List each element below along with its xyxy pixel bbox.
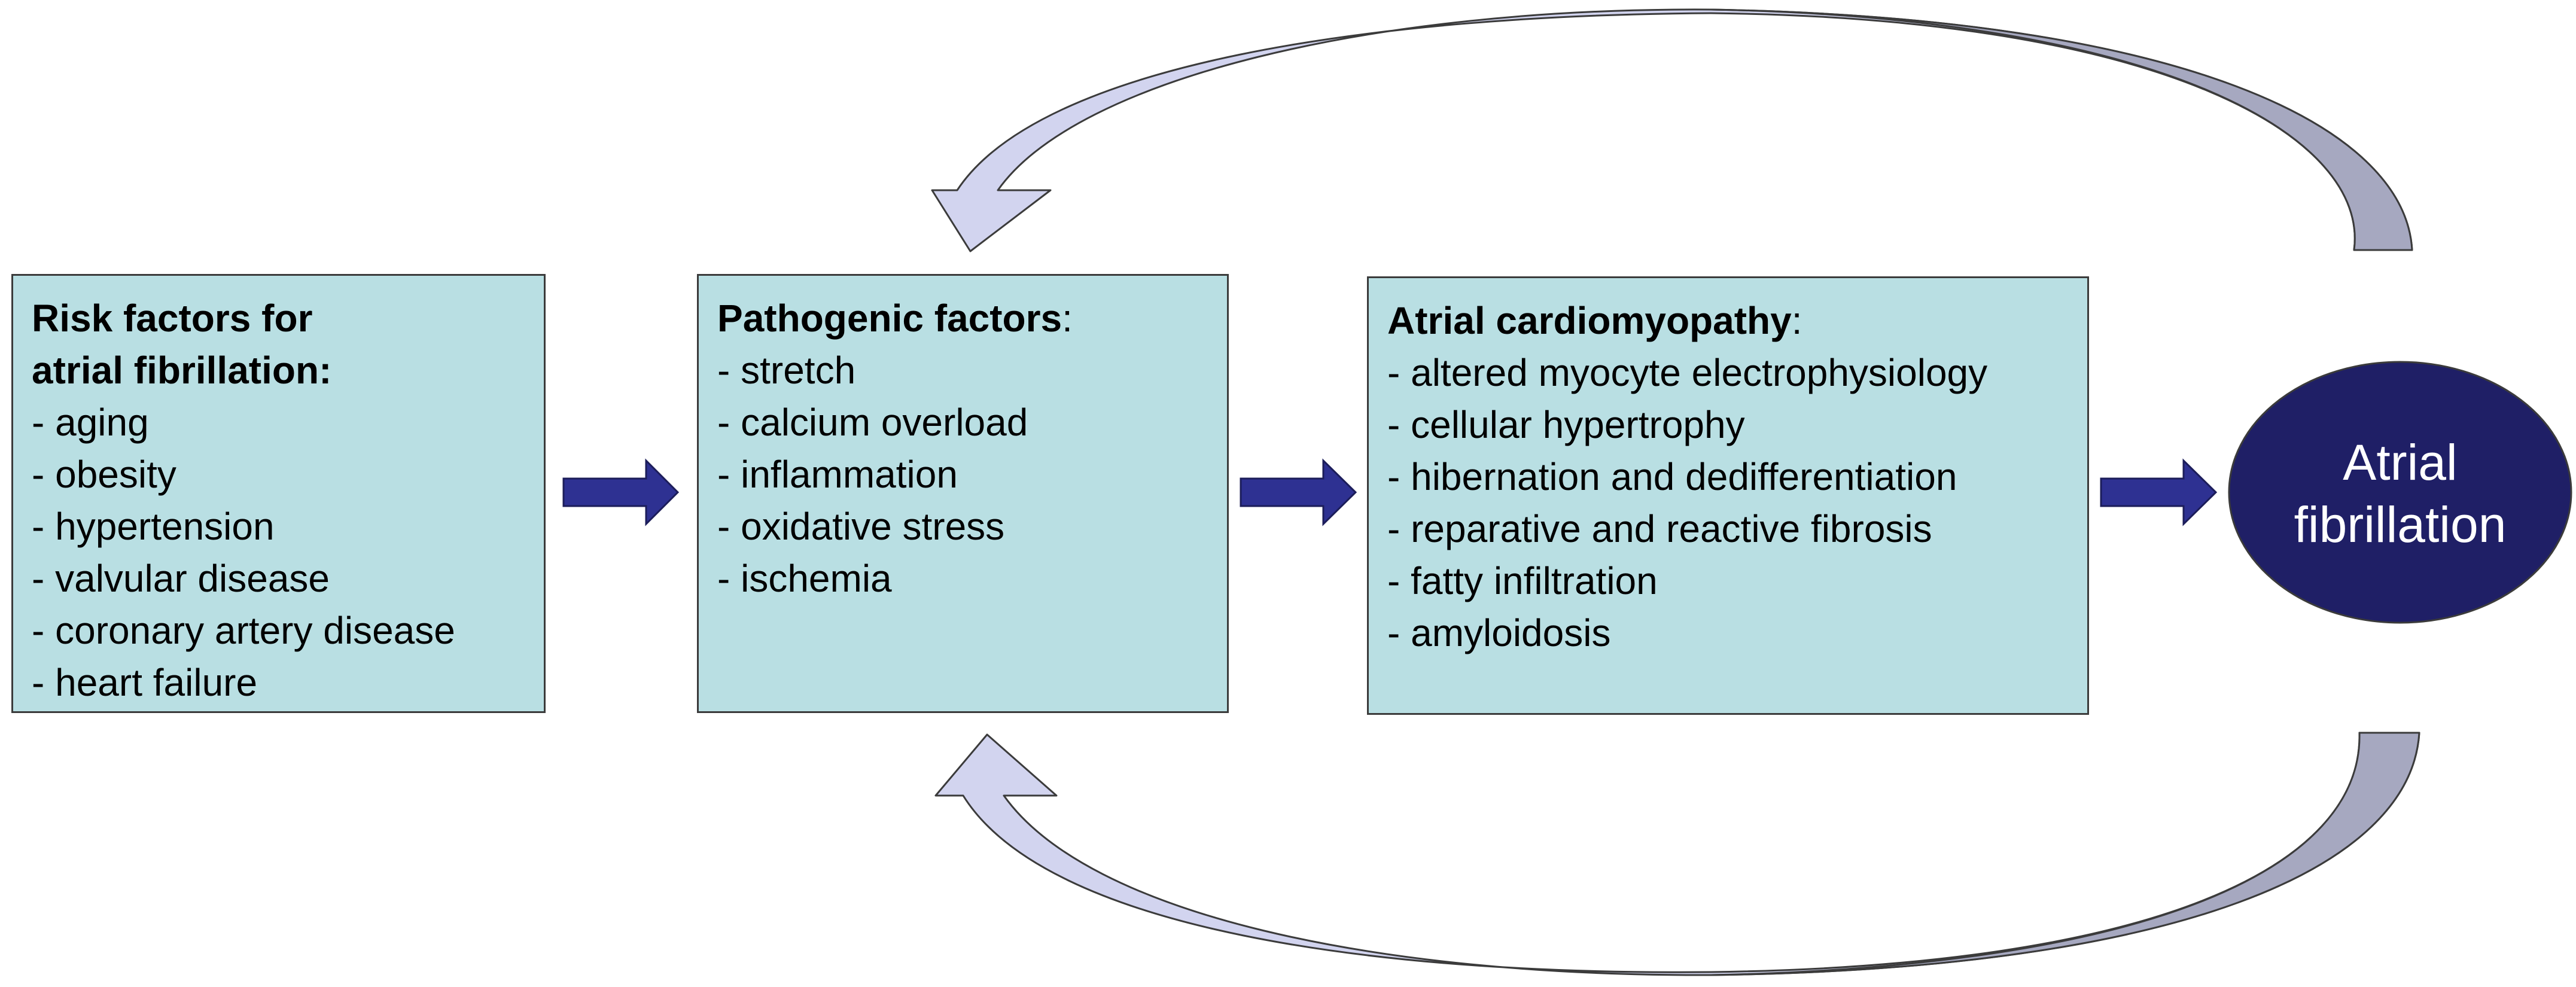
list-item: - obesity [32, 453, 176, 496]
list-item: - amyloidosis [1387, 611, 1611, 654]
feedback-arrow-bottom [934, 732, 2420, 976]
outcome-ellipse [2228, 361, 2572, 624]
list-item: - heart failure [32, 661, 258, 704]
list-item: - stretch [717, 349, 856, 392]
atrial-cardiomyopathy-list: - altered myocyte electrophysiology - ce… [1387, 347, 2087, 659]
list-item: - ischemia [717, 557, 892, 600]
list-item: - oxidative stress [717, 505, 1005, 548]
atrial-cardiomyopathy-box: Atrial cardiomyopathy: - altered myocyte… [1367, 276, 2089, 715]
pathogenic-factors-list: - stretch - calcium overload - inflammat… [717, 345, 1227, 605]
atrial-cardiomyopathy-title: Atrial cardiomyopathy: [1387, 295, 2087, 347]
atrial-cardiomyopathy-title-colon: : [1791, 299, 1802, 342]
pathogenic-factors-box: Pathogenic factors: - stretch - calcium … [697, 274, 1229, 713]
pathogenic-factors-title-text: Pathogenic factors [717, 297, 1062, 340]
risk-factors-list: - aging - obesity - hypertension - valvu… [32, 397, 544, 709]
forward-arrow-1 [562, 458, 680, 526]
list-item: - calcium overload [717, 401, 1028, 444]
list-item: - coronary artery disease [32, 609, 455, 652]
risk-factors-box: Risk factors for atrial fibrillation: - … [11, 274, 546, 713]
pathogenic-factors-title: Pathogenic factors: [717, 293, 1227, 345]
list-item: - cellular hypertrophy [1387, 403, 1745, 446]
forward-arrow-3 [2100, 458, 2218, 526]
list-item: - hypertension [32, 505, 275, 548]
feedback-arrow-top-shade [1710, 8, 2413, 251]
atrial-cardiomyopathy-title-text: Atrial cardiomyopathy [1387, 299, 1792, 342]
list-item: - aging [32, 401, 149, 444]
list-item: - altered myocyte electrophysiology [1387, 351, 1988, 394]
list-item: - valvular disease [32, 557, 330, 600]
pathogenic-factors-title-colon: : [1062, 297, 1073, 340]
outcome-label: Atrial fibrillation [2294, 434, 2507, 553]
feedback-arrow-bottom-shade [1710, 732, 2420, 976]
list-item: - reparative and reactive fibrosis [1387, 507, 1932, 550]
forward-arrow-2 [1240, 458, 1357, 526]
list-item: - fatty infiltration [1387, 559, 1658, 602]
list-item: - inflammation [717, 453, 958, 496]
risk-factors-title: Risk factors for atrial fibrillation: [32, 297, 332, 392]
list-item: - hibernation and dedifferentiation [1387, 455, 1957, 498]
feedback-arrow-top [931, 8, 2413, 252]
